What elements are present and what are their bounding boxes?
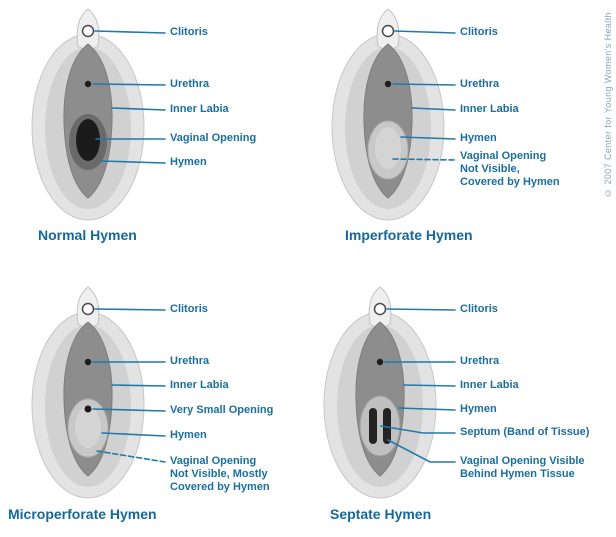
copyright-text: © 2007 Center for Young Women's Health <box>603 12 613 198</box>
clitoris-circle <box>381 24 395 38</box>
leader-line-septum <box>380 425 456 434</box>
normal-hymen-illustration <box>31 8 166 221</box>
vaginal-opening-left-slit <box>369 408 377 444</box>
label-inner-labia: Inner Labia <box>460 103 519 115</box>
panel-title-imperforate-hymen: Imperforate Hymen <box>345 227 473 243</box>
label-clitoris: Clitoris <box>460 26 498 38</box>
leader-line-clitoris <box>94 30 166 34</box>
very-small-opening-dot <box>84 405 92 413</box>
leader-line-hymen <box>398 407 456 411</box>
septate-hymen-illustration <box>323 286 456 499</box>
panel-title-septate-hymen: Septate Hymen <box>330 506 432 522</box>
label-hymen: Hymen <box>460 403 497 415</box>
vaginal-opening-right-slit <box>383 408 391 444</box>
leader-line-inner-labia <box>111 107 166 111</box>
label-urethra: Urethra <box>170 78 210 90</box>
label-inner-labia: Inner Labia <box>170 379 229 391</box>
panel-microperforate-hymen: Clitoris Urethra Inner Labia Very Small … <box>0 278 310 537</box>
label-septum: Septum (Band of Tissue) <box>460 426 590 438</box>
label-inner-labia: Inner Labia <box>170 103 229 115</box>
leader-line-clitoris <box>386 308 456 311</box>
label-vaginal-opening: Vaginal Opening <box>170 132 257 144</box>
clitoris-circle <box>81 24 95 38</box>
hymen-highlight-shape <box>375 127 401 169</box>
microperforate-hymen-illustration <box>31 286 166 499</box>
leader-line-inner-labia <box>111 384 166 387</box>
leader-line-clitoris <box>94 308 166 311</box>
label-urethra: Urethra <box>460 355 500 367</box>
panel-septate-hymen: Clitoris Urethra Inner Labia Hymen Septu… <box>318 278 616 537</box>
label-hymen: Hymen <box>460 132 497 144</box>
label-vaginal-opening-visible: Vaginal Opening Visible Behind Hymen Tis… <box>460 455 585 480</box>
urethra-dot <box>384 80 392 88</box>
label-vaginal-opening-covered: Vaginal Opening Not Visible, Mostly Cove… <box>170 455 270 493</box>
label-hymen: Hymen <box>170 156 207 168</box>
leader-line-vaginal-opening-covered <box>392 158 456 161</box>
label-very-small-opening: Very Small Opening <box>170 404 274 416</box>
leader-line-urethra <box>92 83 166 86</box>
urethra-dot <box>84 80 92 88</box>
leader-line-hymen <box>101 432 166 437</box>
hymen-tissue-shape <box>359 395 401 457</box>
label-urethra: Urethra <box>170 355 210 367</box>
leader-line-clitoris <box>394 30 456 34</box>
label-clitoris: Clitoris <box>170 303 208 315</box>
leader-line-vaginal-opening-covered <box>96 450 166 463</box>
leader-line-inner-labia <box>411 107 456 111</box>
clitoris-circle <box>81 302 95 316</box>
label-clitoris: Clitoris <box>170 26 208 38</box>
leader-line-inner-labia <box>403 384 456 387</box>
leader-line-hymen <box>100 160 166 164</box>
label-urethra: Urethra <box>460 78 500 90</box>
leader-line-hymen <box>400 136 456 140</box>
label-hymen: Hymen <box>170 429 207 441</box>
label-clitoris: Clitoris <box>460 303 498 315</box>
urethra-dot <box>84 358 92 366</box>
urethra-dot <box>376 358 384 366</box>
panel-imperforate-hymen: Clitoris Urethra Inner Labia Hymen Vagin… <box>318 0 616 250</box>
label-vaginal-opening-covered: Vaginal Opening Not Visible, Covered by … <box>460 150 560 188</box>
leader-line-urethra <box>392 83 456 86</box>
label-inner-labia: Inner Labia <box>460 379 519 391</box>
leader-line-vaginal-opening-visible <box>387 439 456 463</box>
leader-line-very-small-opening <box>92 408 166 412</box>
hymen-highlight-shape <box>75 406 101 448</box>
imperforate-hymen-illustration <box>331 8 456 221</box>
panel-title-normal-hymen: Normal Hymen <box>38 227 137 243</box>
panel-title-microperforate-hymen: Microperforate Hymen <box>8 506 157 522</box>
vaginal-opening-shape <box>76 119 100 161</box>
clitoris-circle <box>373 302 387 316</box>
panel-normal-hymen: Clitoris Urethra Inner Labia Vaginal Ope… <box>0 0 310 250</box>
